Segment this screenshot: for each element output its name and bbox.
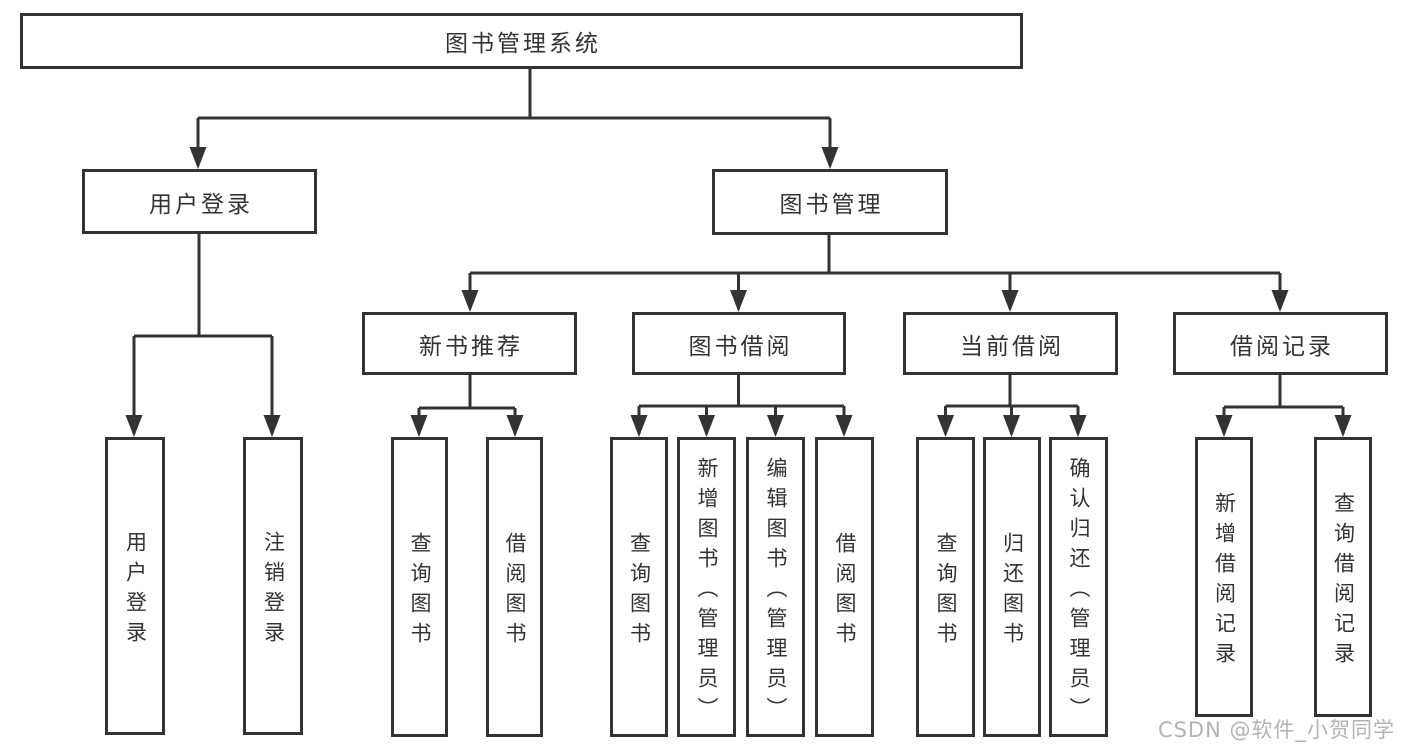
- node-label: 图书管理系统: [445, 31, 601, 57]
- connector-userlogin-to-leaves: [132, 233, 274, 434]
- node-label: 图书管理: [779, 192, 884, 218]
- node-label: 用户登录: [149, 191, 253, 218]
- leaf-add-book-admin: 新增图书（管理员）: [677, 437, 736, 737]
- node-library-system: 图书管理系统: [20, 13, 1023, 69]
- connector-bookmgmt-to-level3: [468, 234, 1282, 309]
- leaf-label: 查询图书: [408, 531, 432, 652]
- connector-newrec-to-leaves: [417, 374, 517, 434]
- leaf-query-books-borrow: 查询图书: [610, 437, 668, 737]
- node-book-borrowing: 图书借阅: [632, 312, 846, 375]
- leaf-query-books-current: 查询图书: [916, 437, 975, 737]
- leaf-confirm-return-admin: 确认归还（管理员）: [1049, 437, 1108, 737]
- connector-records-to-leaves: [1222, 374, 1345, 434]
- csdn-watermark: CSDN @软件_小贺同学: [1157, 718, 1395, 742]
- leaf-borrow-books: 借阅图书: [815, 437, 874, 737]
- leaf-label: 归还图书: [1000, 531, 1025, 652]
- arrow-down-icon: [189, 147, 207, 169]
- leaf-label: 查询图书: [627, 531, 652, 652]
- leaf-label: 新增图书（管理员）: [695, 456, 719, 727]
- leaf-query-borrow-record: 查询借阅记录: [1314, 437, 1372, 717]
- node-current-borrowing: 当前借阅: [903, 312, 1118, 375]
- arrow-down-icon: [1001, 290, 1019, 312]
- arrow-down-icon: [1003, 415, 1020, 437]
- connector-root-to-level2: [196, 68, 832, 166]
- leaf-edit-book-admin: 编辑图书（管理员）: [746, 437, 805, 737]
- arrow-down-icon: [698, 415, 715, 437]
- arrow-down-icon: [263, 415, 281, 437]
- leaf-query-books-recommend: 查询图书: [391, 437, 448, 737]
- arrow-down-icon: [821, 147, 839, 169]
- node-borrowing-records: 借阅记录: [1173, 312, 1388, 375]
- leaf-logout: 注销登录: [243, 437, 303, 735]
- leaf-label: 查询图书: [934, 531, 958, 652]
- node-label: 新书推荐: [419, 333, 523, 360]
- node-book-management: 图书管理: [712, 169, 948, 235]
- connector-borrow-to-leaves: [637, 374, 846, 434]
- leaf-label: 查询借阅记录: [1331, 491, 1356, 672]
- arrow-down-icon: [1334, 415, 1352, 437]
- leaf-label: 注销登录: [261, 530, 286, 651]
- arrow-down-icon: [767, 415, 784, 437]
- leaf-label: 新增借阅记录: [1212, 491, 1237, 672]
- leaf-borrow-books-recommend: 借阅图书: [486, 437, 543, 737]
- arrow-down-icon: [1215, 415, 1233, 437]
- leaf-label: 借阅图书: [503, 531, 527, 652]
- node-label: 借阅记录: [1230, 333, 1334, 360]
- arrow-down-icon: [937, 415, 954, 437]
- leaf-add-borrow-record: 新增借阅记录: [1195, 437, 1253, 717]
- node-user-login: 用户登录: [82, 169, 317, 234]
- node-label: 图书借阅: [688, 333, 793, 360]
- arrow-down-icon: [1069, 415, 1087, 437]
- arrow-down-icon: [506, 415, 524, 437]
- arrow-down-icon: [835, 415, 853, 437]
- leaf-return-books: 归还图书: [983, 437, 1041, 737]
- node-new-book-recommendation: 新书推荐: [362, 312, 577, 375]
- arrow-down-icon: [1271, 290, 1289, 312]
- arrow-down-icon: [125, 415, 143, 437]
- arrow-down-icon: [630, 415, 648, 437]
- arrow-down-icon: [410, 415, 428, 437]
- arrowheads: [125, 147, 1352, 437]
- arrow-down-icon: [730, 290, 747, 312]
- node-label: 当前借阅: [960, 333, 1064, 360]
- leaf-label: 编辑图书（管理员）: [764, 456, 788, 727]
- leaf-label: 确认归还（管理员）: [1067, 456, 1091, 727]
- leaf-label: 借阅图书: [833, 531, 857, 652]
- arrow-down-icon: [461, 290, 479, 312]
- leaf-label: 用户登录: [123, 530, 148, 651]
- leaf-user-login: 用户登录: [105, 437, 165, 735]
